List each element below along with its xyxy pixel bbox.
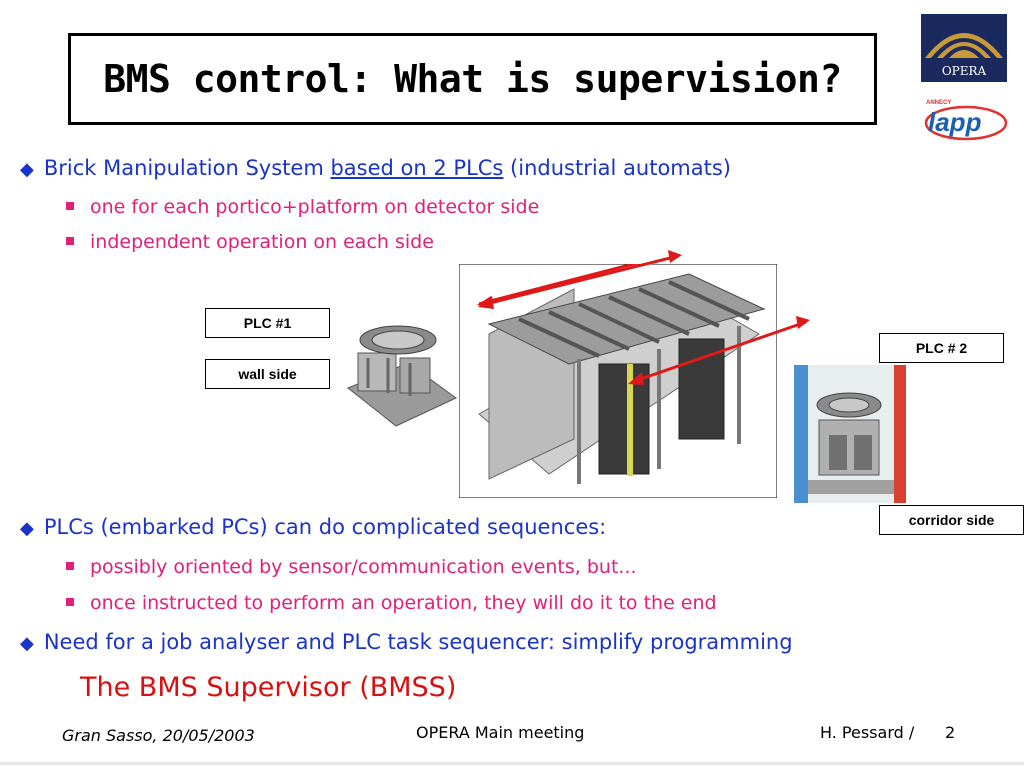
movement-arrows <box>478 250 810 385</box>
bullet-2: ◆PLCs (embarked PCs) can do complicated … <box>20 515 607 539</box>
lapp-small-text: ANNECY <box>926 100 951 106</box>
diamond-bullet-icon: ◆ <box>20 633 34 654</box>
portico-machine-right-image <box>794 365 906 503</box>
subbullet-1-2: independent operation on each side <box>66 231 434 253</box>
bullet-3: ◆Need for a job analyser and PLC task se… <box>20 630 793 654</box>
diamond-bullet-icon: ◆ <box>20 159 34 180</box>
square-bullet-icon <box>66 236 74 245</box>
footer-center: OPERA Main meeting <box>416 723 585 742</box>
bmss-heading: The BMS Supervisor (BMSS) <box>80 672 457 703</box>
square-bullet-icon <box>66 561 74 570</box>
subbullet-2-2: once instructed to perform an operation,… <box>66 592 717 614</box>
corridor-side-label: corridor side <box>879 505 1024 535</box>
bullet-1-text: Brick Manipulation System <box>43 156 331 180</box>
detector-structure-image <box>459 264 777 498</box>
bullet-1-underlined: based on 2 PLCs <box>330 156 504 180</box>
bullet-1: ◆ Brick Manipulation System based on 2 PL… <box>20 156 731 180</box>
square-bullet-icon <box>66 597 74 606</box>
footer-right: H. Pessard / <box>820 723 915 742</box>
footer-left: Gran Sasso, 20/05/2003 <box>62 726 255 745</box>
title-box: BMS control: What is supervision? <box>68 33 877 125</box>
opera-logo-text: OPERA <box>942 64 987 78</box>
bottom-divider <box>0 762 1024 765</box>
subbullet-2-1: possibly oriented by sensor/communicatio… <box>66 556 637 578</box>
plc2-label: PLC # 2 <box>879 333 1004 363</box>
subbullet-1-1: one for each portico+platform on detecto… <box>66 196 539 218</box>
portico-machine-left-image <box>347 325 457 427</box>
diamond-bullet-icon: ◆ <box>20 518 34 539</box>
plc1-label: PLC #1 <box>205 308 330 338</box>
opera-logo: OPERA <box>921 14 1007 82</box>
wall-side-label: wall side <box>205 359 330 389</box>
lapp-logo-text: lapp <box>928 107 982 137</box>
square-bullet-icon <box>66 201 74 210</box>
lapp-logo: ANNECY lapp <box>924 100 1008 141</box>
slide-title: BMS control: What is supervision? <box>103 57 842 101</box>
page-number: 2 <box>945 723 956 742</box>
bullet-1-text-after: (industrial automats) <box>503 156 732 180</box>
